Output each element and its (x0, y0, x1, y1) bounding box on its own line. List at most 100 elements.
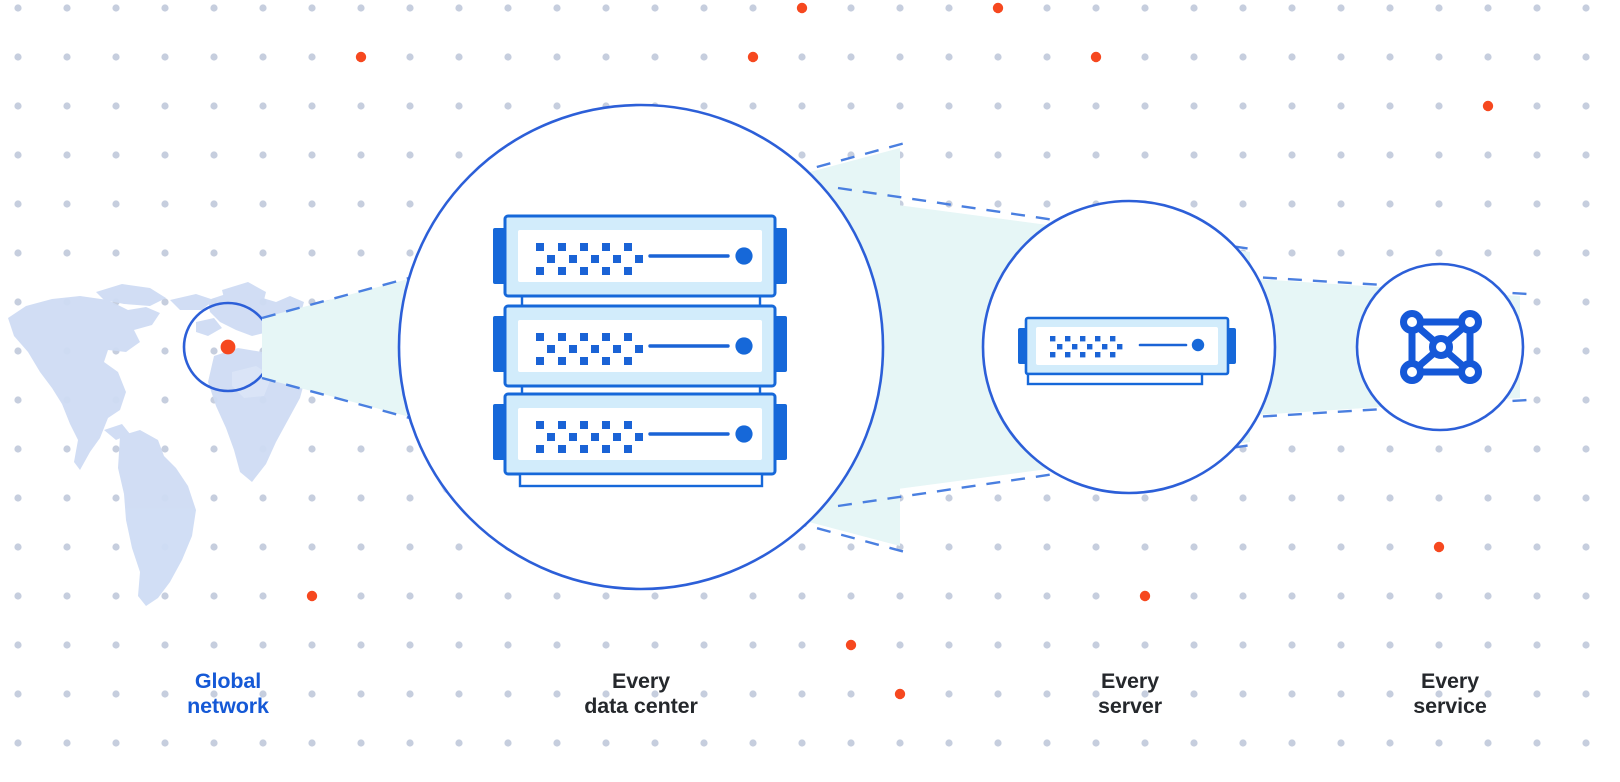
grid-dot (700, 739, 708, 747)
grid-dot (161, 298, 169, 306)
grid-dot (994, 494, 1002, 502)
grid-dot-highlight (845, 639, 857, 651)
label-global-network: Global network (187, 669, 269, 719)
grid-dot (1092, 102, 1100, 110)
grid-dot (847, 102, 855, 110)
grid-dot (14, 494, 22, 502)
grid-dot (406, 739, 414, 747)
grid-dot (161, 592, 169, 600)
server-led-grid (536, 243, 643, 275)
grid-dot (1043, 641, 1051, 649)
grid-dot (945, 690, 953, 698)
server-rack-unit (493, 392, 787, 476)
grid-dot (210, 592, 218, 600)
grid-dot (1582, 298, 1590, 306)
grid-dot (1582, 739, 1590, 747)
grid-dot (259, 102, 267, 110)
grid-dot (1239, 200, 1247, 208)
grid-dot (1239, 494, 1247, 502)
grid-dot (14, 739, 22, 747)
grid-dot (112, 102, 120, 110)
grid-dot (798, 151, 806, 159)
grid-dot (210, 543, 218, 551)
grid-dot (602, 641, 610, 649)
grid-dot (308, 102, 316, 110)
grid-dot (994, 592, 1002, 600)
grid-dot (749, 690, 757, 698)
grid-dot (259, 151, 267, 159)
grid-dot (455, 151, 463, 159)
grid-dot (994, 53, 1002, 61)
grid-dot (994, 739, 1002, 747)
grid-dot (1533, 494, 1541, 502)
grid-dot (994, 151, 1002, 159)
grid-dot (1484, 151, 1492, 159)
grid-dot (749, 641, 757, 649)
grid-dot (406, 690, 414, 698)
grid-dot (896, 102, 904, 110)
grid-dot (1092, 543, 1100, 551)
grid-dot (112, 592, 120, 600)
grid-dot (406, 494, 414, 502)
grid-dot (259, 249, 267, 257)
grid-dot (1190, 200, 1198, 208)
grid-dot (553, 739, 561, 747)
grid-dot (210, 102, 218, 110)
grid-dot (1239, 151, 1247, 159)
grid-dot (357, 739, 365, 747)
grid-dot (1288, 445, 1296, 453)
grid-dot (1582, 4, 1590, 12)
grid-dot (1141, 102, 1149, 110)
grid-dot (896, 53, 904, 61)
network-graph-nodes (1400, 310, 1482, 384)
grid-dot (1337, 53, 1345, 61)
server-rack-base (518, 472, 764, 488)
grid-dot (308, 4, 316, 12)
grid-dot (161, 200, 169, 208)
grid-dot (14, 396, 22, 404)
server-led-grid (1050, 336, 1123, 358)
grid-dot (210, 494, 218, 502)
grid-dot (14, 4, 22, 12)
grid-dot (1533, 396, 1541, 404)
grid-dot (1533, 102, 1541, 110)
grid-dot (994, 543, 1002, 551)
grid-dot (553, 592, 561, 600)
grid-dot (798, 543, 806, 551)
grid-dot (1484, 641, 1492, 649)
grid-dot (1435, 151, 1443, 159)
grid-dot (1190, 543, 1198, 551)
grid-dot (14, 102, 22, 110)
grid-dot (1043, 200, 1051, 208)
grid-dot (1582, 494, 1590, 502)
grid-dot (161, 102, 169, 110)
grid-dot (553, 4, 561, 12)
grid-dot (847, 739, 855, 747)
grid-dot (63, 739, 71, 747)
grid-dot (602, 4, 610, 12)
grid-dot (308, 396, 316, 404)
grid-dot (406, 200, 414, 208)
grid-dot (14, 543, 22, 551)
grid-dot (161, 445, 169, 453)
grid-dot (651, 592, 659, 600)
grid-dot (455, 739, 463, 747)
grid-dot (1386, 690, 1394, 698)
grid-dot (1092, 151, 1100, 159)
grid-dot (847, 690, 855, 698)
server-status-dot (735, 247, 753, 265)
grid-dot (112, 53, 120, 61)
grid-dot (259, 739, 267, 747)
grid-dot (1337, 494, 1345, 502)
grid-dot (1288, 690, 1296, 698)
grid-dot (1092, 739, 1100, 747)
grid-dot (14, 200, 22, 208)
grid-dot (1141, 641, 1149, 649)
grid-dot (553, 690, 561, 698)
server-status-dot (1191, 338, 1205, 352)
grid-dot (308, 641, 316, 649)
grid-dot (1386, 445, 1394, 453)
grid-dot (63, 494, 71, 502)
